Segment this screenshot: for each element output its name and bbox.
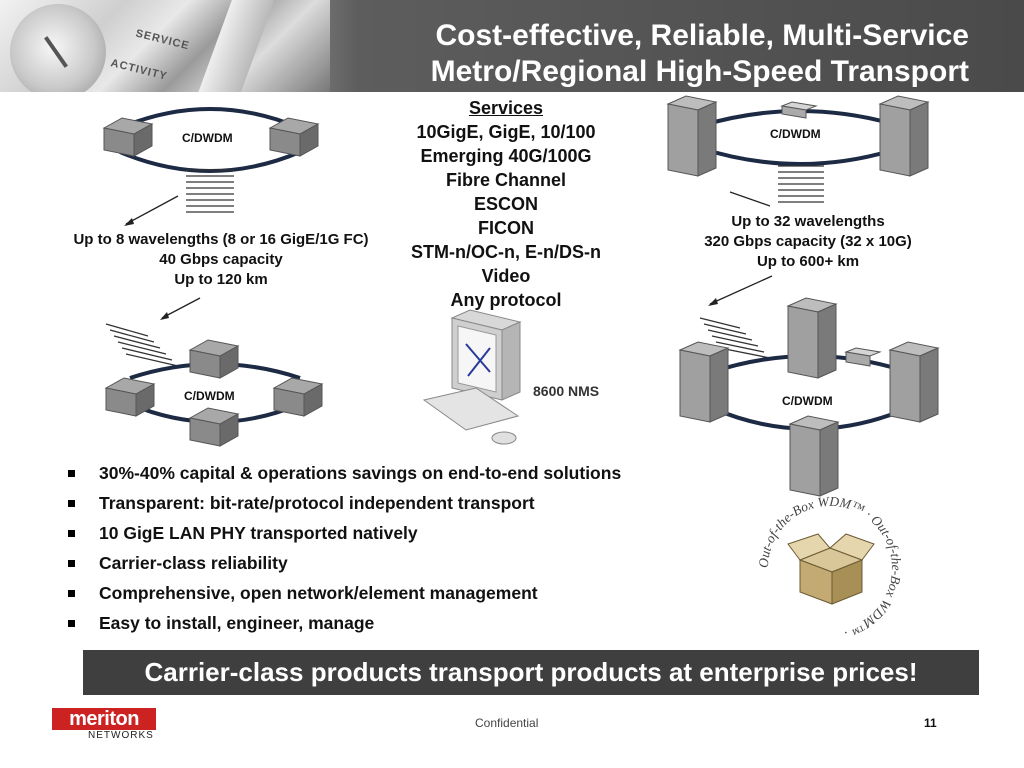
bullet-text: Transparent: bit-rate/protocol independe… — [99, 493, 535, 513]
network-node-icon — [268, 117, 320, 157]
server-rack-icon — [888, 341, 940, 423]
caption-line: Up to 8 wavelengths (8 or 16 GigE/1G FC) — [73, 231, 369, 248]
slide-header: SERVICE ACTIVITY Cost-effective, Reliabl… — [0, 0, 1024, 92]
network-node-icon — [188, 407, 240, 447]
right-capacity-caption: Up to 32 wavelengths 320 Gbps capacity (… — [680, 212, 936, 272]
benefits-list: 30%-40% capital & operations savings on … — [68, 458, 621, 638]
bullet-text: 10 GigE LAN PHY transported natively — [99, 523, 418, 543]
title-line-1: Cost-effective, Reliable, Multi-Service — [435, 19, 970, 52]
right-top-ring-label: C/DWDM — [770, 127, 821, 141]
bullet-square-icon — [68, 470, 75, 477]
bullet-square-icon — [68, 590, 75, 597]
wavelength-lines-icon — [186, 169, 234, 213]
network-node-icon — [272, 377, 324, 417]
server-rack-icon — [666, 95, 718, 177]
network-node-icon — [188, 339, 240, 379]
services-heading: Services — [468, 98, 544, 118]
service-item: Emerging 40G/100G — [420, 146, 592, 166]
pointer-arrow — [729, 191, 771, 207]
left-bottom-ring-label: C/DWDM — [184, 389, 235, 403]
caption-line: Up to 120 km — [174, 271, 268, 288]
network-node-icon — [102, 117, 154, 157]
bullet-square-icon — [68, 560, 75, 567]
service-item: Any protocol — [450, 290, 562, 310]
tagline-banner: Carrier-class products transport product… — [83, 650, 979, 695]
header-photo: SERVICE ACTIVITY — [0, 0, 330, 92]
list-item: 10 GigE LAN PHY transported natively — [68, 518, 621, 548]
services-list: Services 10GigE, GigE, 10/100 Emerging 4… — [400, 96, 612, 312]
nms-label: 8600 NMS — [533, 383, 600, 399]
bullet-square-icon — [68, 530, 75, 537]
bullet-square-icon — [68, 620, 75, 627]
box-icon — [787, 533, 875, 605]
wavelength-lines-icon — [105, 323, 179, 367]
caption-line: 40 Gbps capacity — [159, 251, 283, 268]
server-rack-icon — [678, 341, 730, 423]
bullet-text: Carrier-class reliability — [99, 553, 288, 573]
service-item: Fibre Channel — [445, 170, 566, 190]
bullet-text: Easy to install, engineer, manage — [99, 613, 375, 633]
service-item: 10GigE, GigE, 10/100 — [416, 122, 596, 142]
right-bottom-ring-label: C/DWDM — [782, 394, 833, 408]
network-appliance-icon — [780, 101, 818, 119]
pointer-arrowhead — [708, 298, 718, 306]
list-item: Comprehensive, open network/element mana… — [68, 578, 621, 608]
list-item: Carrier-class reliability — [68, 548, 621, 578]
meriton-logo: meriton NETWORKS — [52, 708, 156, 744]
service-item: STM-n/OC-n, E-n/DS-n — [411, 242, 601, 262]
service-item: FICON — [478, 218, 534, 238]
network-node-icon — [104, 377, 156, 417]
service-item: ESCON — [473, 194, 538, 214]
network-appliance-icon — [844, 347, 882, 367]
wavelength-lines-icon — [778, 165, 824, 203]
left-top-ring-arc-top — [119, 107, 301, 130]
right-top-ring-arc-bottom — [699, 146, 901, 166]
left-top-ring-arc-bottom — [119, 150, 301, 173]
bullet-text: Comprehensive, open network/element mana… — [99, 583, 538, 603]
pointer-arrowhead — [124, 218, 134, 226]
list-item: Easy to install, engineer, manage — [68, 608, 621, 638]
title-line-2: Metro/Regional High-Speed Transport — [430, 55, 969, 88]
logo-word: meriton — [52, 708, 156, 730]
dial-image — [10, 4, 106, 92]
caption-line: 320 Gbps capacity (32 x 10G) — [704, 233, 912, 250]
left-top-ring-label: C/DWDM — [182, 131, 233, 145]
slide-title: Cost-effective, Reliable, Multi-Service … — [431, 18, 969, 90]
left-capacity-caption: Up to 8 wavelengths (8 or 16 GigE/1G FC)… — [52, 230, 390, 290]
pointer-arrow — [161, 297, 201, 319]
caption-line: Up to 600+ km — [756, 253, 860, 270]
caption-line: Up to 32 wavelengths — [731, 213, 885, 230]
bullet-square-icon — [68, 500, 75, 507]
page-number: 11 — [924, 716, 937, 730]
server-rack-icon — [878, 95, 930, 177]
pointer-arrowhead — [160, 312, 169, 320]
service-item: Video — [481, 266, 531, 286]
server-rack-icon — [788, 415, 840, 497]
server-rack-icon — [786, 297, 838, 379]
list-item: 30%-40% capital & operations savings on … — [68, 458, 621, 488]
pointer-arrow — [709, 275, 773, 305]
footer-confidential: Confidential — [475, 716, 539, 730]
list-item: Transparent: bit-rate/protocol independe… — [68, 488, 621, 518]
logo-subtitle: NETWORKS — [88, 730, 154, 741]
bullet-text: 30%-40% capital & operations savings on … — [99, 463, 622, 483]
pointer-arrow — [125, 195, 179, 225]
